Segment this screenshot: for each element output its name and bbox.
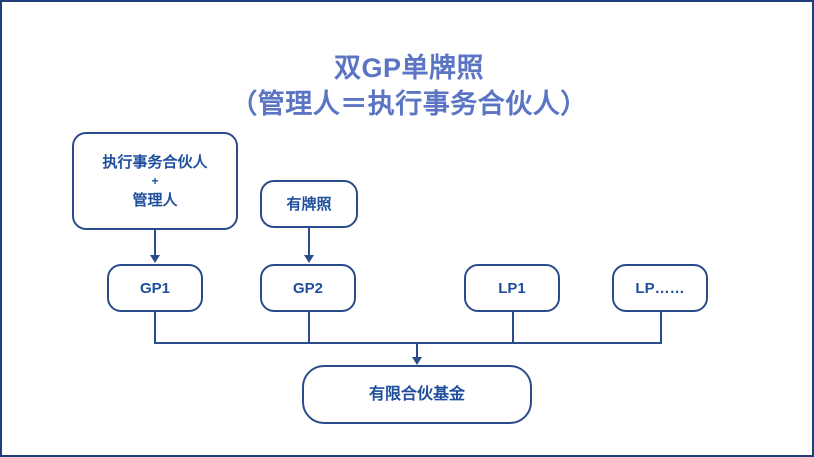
node-label: GP1 xyxy=(139,279,170,297)
node-label-line1: 执行事务合伙人 xyxy=(102,153,208,171)
node-label-group: 执行事务合伙人 + 管理人 xyxy=(102,152,207,211)
node-label-line2: 管理人 xyxy=(132,191,178,209)
page-title: 双GP单牌照 （管理人＝执行事务合伙人） xyxy=(230,53,588,119)
node-label: LP…… xyxy=(635,279,685,297)
node-gp1[interactable]: GP1 xyxy=(107,264,203,312)
connector-bus-to-fund xyxy=(416,342,418,359)
connector-lp1-to-bus xyxy=(512,312,514,342)
node-label: GP2 xyxy=(292,279,323,297)
arrowhead-icon xyxy=(150,255,160,263)
node-lp1[interactable]: LP1 xyxy=(464,264,560,312)
node-gp2[interactable]: GP2 xyxy=(260,264,356,312)
connector-manager-to-gp1 xyxy=(154,230,156,256)
connector-lp-more-to-bus xyxy=(660,312,662,342)
plus-symbol: + xyxy=(151,173,159,188)
arrowhead-icon xyxy=(304,255,314,263)
connector-gp1-to-bus xyxy=(154,312,156,342)
connector-gp2-to-bus xyxy=(308,312,310,342)
arrowhead-icon xyxy=(412,357,422,365)
node-label: 有牌照 xyxy=(286,195,332,213)
connector-licensed-to-gp2 xyxy=(308,228,310,256)
node-lp-more[interactable]: LP…… xyxy=(612,264,708,312)
node-label: 有限合伙基金 xyxy=(368,386,465,403)
node-licensed[interactable]: 有牌照 xyxy=(260,180,358,228)
node-executive-partner-manager[interactable]: 执行事务合伙人 + 管理人 xyxy=(72,132,238,230)
connector-partner-bus xyxy=(154,342,662,344)
node-label: LP1 xyxy=(498,279,526,297)
node-limited-partnership-fund[interactable]: 有限合伙基金 xyxy=(302,365,532,424)
